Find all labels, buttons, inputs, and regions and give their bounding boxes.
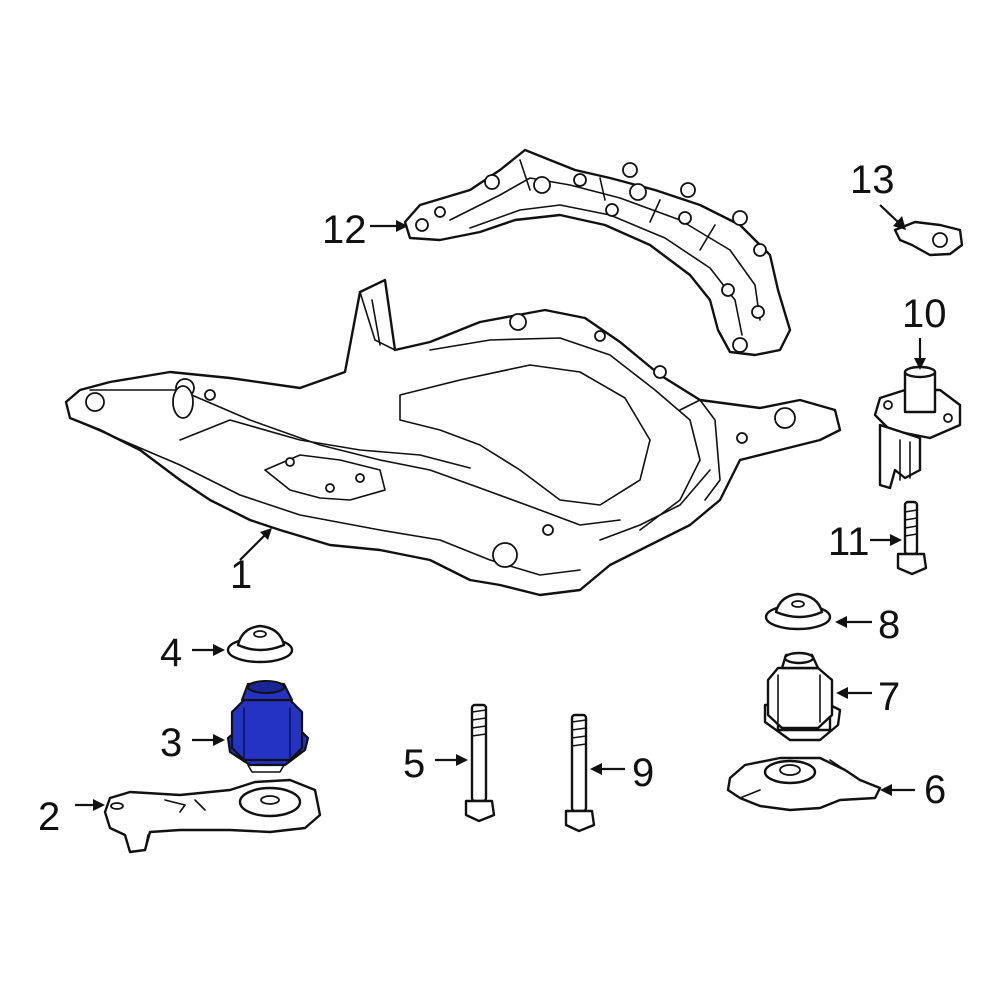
- callout-labels: 12 13 10 1 11 8 4 7 3 5 9 6 2: [38, 158, 947, 839]
- callout-1: 1: [230, 553, 252, 597]
- callout-7: 7: [878, 675, 900, 719]
- arrowhead-4: [213, 644, 225, 656]
- callout-2: 2: [38, 795, 60, 839]
- part-12-brace[interactable]: [403, 148, 792, 357]
- part-7-bushing[interactable]: [763, 651, 842, 742]
- part-1-subframe[interactable]: [64, 278, 842, 597]
- part-6-plate[interactable]: [726, 756, 882, 812]
- part-9-bolt[interactable]: [564, 713, 596, 833]
- part-11-bolt[interactable]: [896, 500, 928, 576]
- callout-9: 9: [632, 751, 654, 795]
- arrowhead-12: [396, 220, 408, 232]
- arrowhead-3: [213, 734, 225, 746]
- arrowhead-10: [914, 358, 926, 370]
- callout-10: 10: [902, 292, 947, 336]
- callout-4: 4: [160, 631, 182, 675]
- leader-arrows: [75, 204, 926, 811]
- part-3-bushing[interactable]: [226, 680, 310, 773]
- callout-8: 8: [878, 603, 900, 647]
- arrowhead-5: [456, 754, 468, 766]
- arrow-1: [239, 534, 266, 561]
- part-4-washer[interactable]: [226, 624, 294, 664]
- callout-6: 6: [924, 768, 946, 812]
- callout-3: 3: [160, 721, 182, 765]
- arrowhead-7: [836, 687, 848, 699]
- callout-12: 12: [322, 208, 367, 252]
- arrow-13: [879, 204, 899, 223]
- part-2-arm[interactable]: [103, 778, 322, 854]
- arrowhead-8: [835, 616, 847, 628]
- part-10-mount[interactable]: [873, 365, 962, 490]
- arrowhead-6: [880, 784, 892, 796]
- callout-11: 11: [828, 520, 870, 564]
- part-5-bolt[interactable]: [464, 703, 496, 823]
- part-13-bracket[interactable]: [893, 220, 964, 257]
- arrowhead-11: [890, 534, 902, 546]
- arrowhead-2: [93, 799, 105, 811]
- callout-13: 13: [850, 158, 895, 202]
- arrowhead-13: [893, 216, 906, 230]
- arrowhead-9: [590, 763, 602, 775]
- arrowhead-1: [260, 528, 272, 540]
- callout-5: 5: [403, 742, 425, 786]
- part-8-washer[interactable]: [764, 592, 832, 631]
